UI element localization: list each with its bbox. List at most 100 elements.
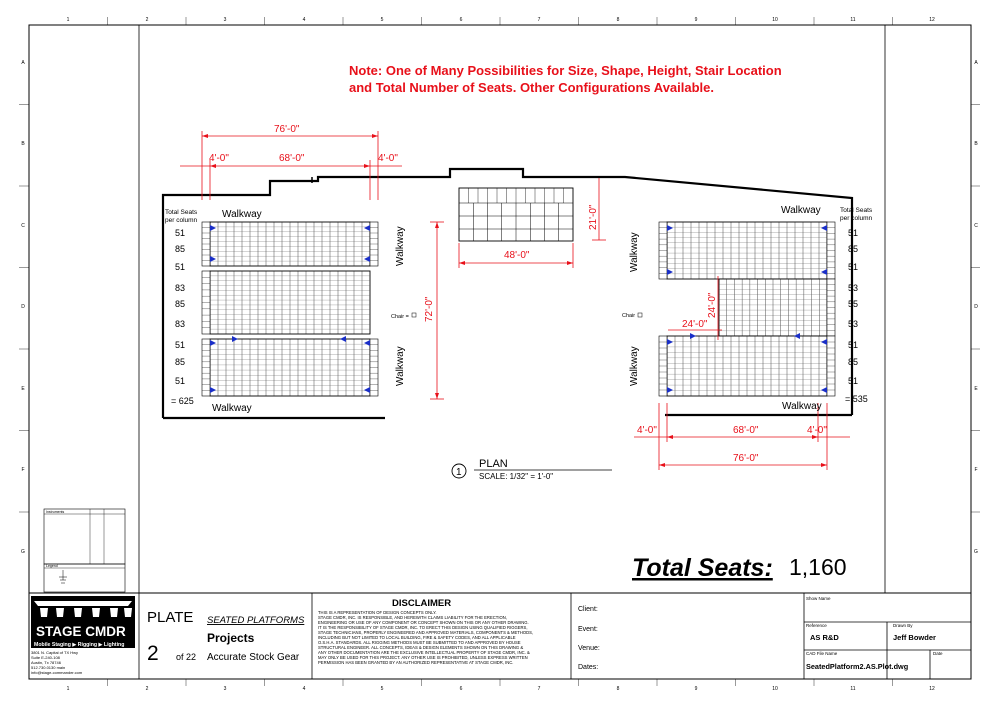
aisle-arrow <box>364 256 370 262</box>
date-label: Date <box>933 651 943 656</box>
grid-col-label-bottom: 9 <box>695 686 698 692</box>
drawn-by-label: Drawn By <box>893 623 913 628</box>
stair <box>369 338 379 397</box>
dim-top-middle: 68'-0" <box>279 153 305 164</box>
disclaimer-line: STRUCTURAL ENGINEER. ALL CONCEPTS, IDEAS… <box>318 645 523 650</box>
grid-col-label-bottom: 5 <box>381 686 384 692</box>
stage-light-icon <box>110 608 118 617</box>
address-line: 3801 N. Capital of TX Hwy <box>31 650 78 655</box>
grid-col-label-top: 10 <box>772 17 778 23</box>
grid-col-label-bottom: 8 <box>617 686 620 692</box>
seat-count: 83 <box>175 319 185 329</box>
grid-col-label-top: 8 <box>617 17 620 23</box>
seating-groups <box>201 221 836 397</box>
cad-file-value: SeatedPlatform2.AS.Plot.dwg <box>806 662 908 671</box>
seating-block <box>209 270 371 335</box>
grid-col-label-top: 5 <box>381 17 384 23</box>
aisle-arrow <box>210 387 216 393</box>
disclaimer-title: DISCLAIMER <box>392 598 451 609</box>
seating-block <box>718 278 828 337</box>
seat-count: 51 <box>848 228 858 238</box>
grid-col-label-top: 3 <box>224 17 227 23</box>
stair <box>369 221 379 267</box>
seating-block <box>666 335 828 397</box>
right-walkway-lower-side: Walkway <box>629 346 640 386</box>
grid-col-label-bottom: 6 <box>460 686 463 692</box>
aisle-arrow <box>821 339 827 345</box>
grid-row-label-left: G <box>21 549 25 555</box>
grid-row-label-left: C <box>21 223 25 229</box>
aisle-arrow <box>210 340 216 346</box>
stair <box>826 335 836 397</box>
logo-tagline: Mobile Staging ▶ Rigging ▶ Lighting <box>34 642 124 648</box>
grid-col-label-top: 7 <box>538 17 541 23</box>
dim-right-notch-width: 24'-0" <box>682 319 708 330</box>
note-line-1: Note: One of Many Possibilities for Size… <box>349 63 782 78</box>
grid-row-label-left: D <box>21 304 25 310</box>
grid-col-label-bottom: 1 <box>67 686 70 692</box>
grid-col-label-bottom: 4 <box>303 686 306 692</box>
seating-block <box>209 338 371 397</box>
title-block-lines <box>138 593 971 679</box>
grid-row-label-right: F <box>974 467 977 473</box>
disclaimer-line: INCLUDING BUT NOT LIMITED TO LOCAL BUILD… <box>318 635 516 640</box>
plate-of: of 22 <box>176 652 196 662</box>
grid-row-label-right: C <box>974 223 978 229</box>
address-line: info@stage-commander.com <box>31 670 83 675</box>
stage-cmdr-logo <box>31 596 135 648</box>
left-walkway-upper-side: Walkway <box>395 226 406 266</box>
seat-count: 51 <box>175 228 185 238</box>
seat-count: 85 <box>848 357 858 367</box>
right-total: = 535 <box>845 394 868 404</box>
center-stage-platform <box>458 187 574 242</box>
stage-light-icon <box>124 608 132 617</box>
seated-platforms-label: SEATED PLATFORMS <box>207 615 305 626</box>
dim-top-left: 4'-0" <box>209 153 229 164</box>
grid-col-label-top: 6 <box>460 17 463 23</box>
seat-count: 55 <box>848 299 858 309</box>
grid-col-label-top: 2 <box>146 17 149 23</box>
grid-row-label-left: B <box>21 141 25 147</box>
plate-number: 2 <box>147 642 159 665</box>
seat-count: 51 <box>848 376 858 386</box>
grid-col-label-bottom: 11 <box>850 686 855 692</box>
grid-col-label-bottom: 2 <box>146 686 149 692</box>
aisle-arrow <box>364 340 370 346</box>
dim-stage-width: 48'-0" <box>504 250 530 261</box>
dim-bottom-middle: 68'-0" <box>733 425 759 436</box>
address-line: Austin, Tx 78746 <box>31 660 62 665</box>
grid-row-label-right: A <box>974 60 978 66</box>
disclaimer-line: THIS IS A REPRESENTATION OF DESIGN CONCE… <box>318 610 437 615</box>
dim-bottom-left: 4'-0" <box>637 425 657 436</box>
grid-col-label-top: 1 <box>67 17 70 23</box>
seat-count: 85 <box>175 299 185 309</box>
right-walkway-upper-side: Walkway <box>629 232 640 272</box>
aisle-arrow <box>667 339 673 345</box>
left-total: = 625 <box>171 396 194 406</box>
seat-count: 53 <box>848 283 858 293</box>
grid-row-label-right: E <box>974 386 978 392</box>
seat-count: 85 <box>848 244 858 254</box>
grid-col-label-bottom: 10 <box>772 686 778 692</box>
right-chair-icon <box>637 312 643 318</box>
grid-row-label-left: F <box>21 467 24 473</box>
note-line-2: and Total Number of Seats. Other Configu… <box>349 80 714 95</box>
grid-row-label-left: A <box>21 60 25 66</box>
plate-label: PLATE <box>147 609 193 626</box>
seat-count: 53 <box>848 319 858 329</box>
aisle-arrow <box>821 387 827 393</box>
projects-label: Projects <box>207 631 255 645</box>
grid-col-label-top: 4 <box>303 17 306 23</box>
right-header-line-2: per column <box>840 215 873 222</box>
dim-right-notch-depth: 24'-0" <box>707 292 718 318</box>
dim-center-depth: 72'-0" <box>424 296 435 322</box>
stair <box>658 221 668 280</box>
disclaimer-line: STAGE CMDR, INC. IS RESPONSIBLE, AND HER… <box>318 615 507 620</box>
total-seats-label: Total Seats: <box>632 554 773 582</box>
dim-top-overall: 76'-0" <box>274 124 300 135</box>
instruments-box <box>43 508 126 565</box>
reference-value: AS R&D <box>810 633 839 642</box>
stage-light-icon <box>92 608 100 617</box>
seat-count: 51 <box>848 340 858 350</box>
